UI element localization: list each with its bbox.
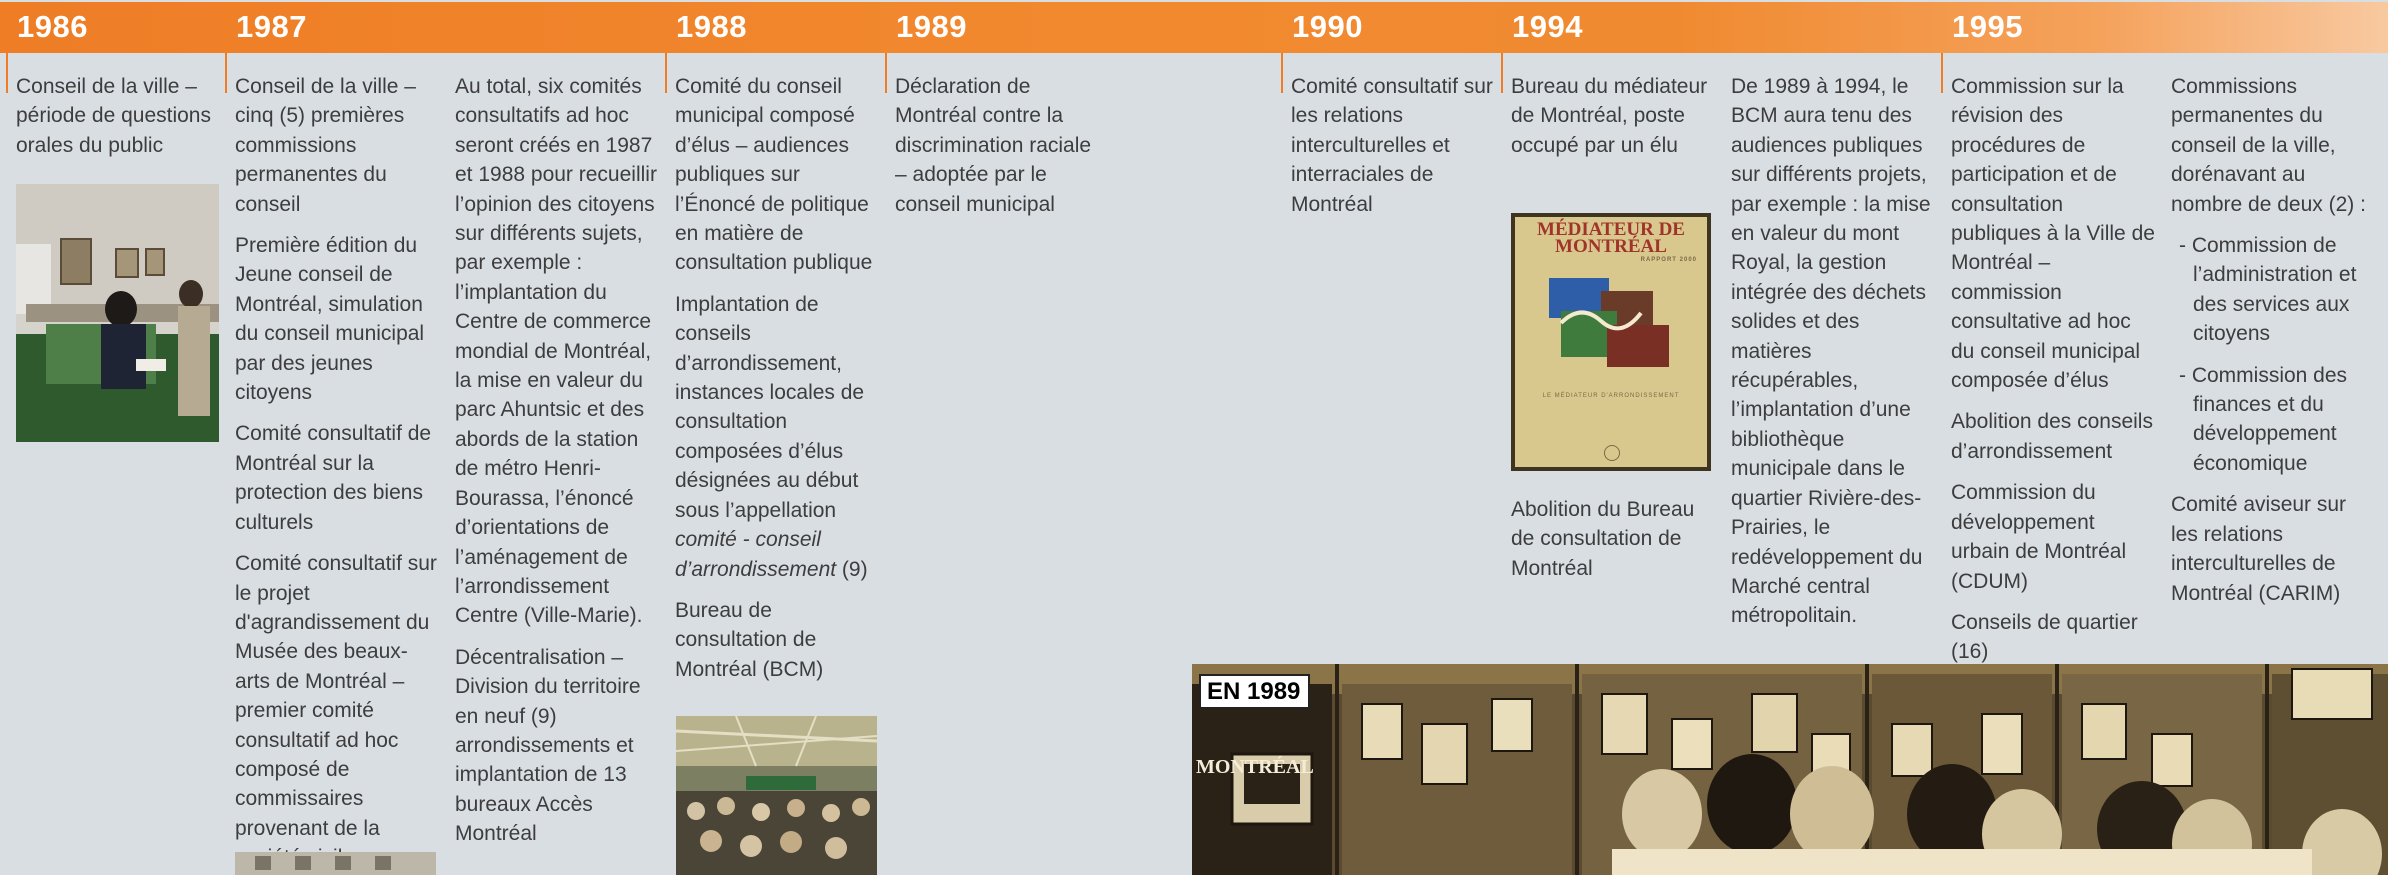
- year-1986: 1986: [17, 9, 88, 44]
- list-item: - Commission de l’administration et des …: [2179, 234, 2357, 346]
- cover-title: MÉDIATEUR DE MONTRÉAL: [1515, 219, 1707, 257]
- list-item: - Commission des finances et du développ…: [2179, 363, 2348, 475]
- tick-1988: [665, 53, 667, 93]
- event-text-part: Implantation de conseils d’arrondissemen…: [675, 292, 865, 522]
- list-item-text: Commission des finances et du développem…: [2191, 363, 2348, 475]
- list-item-text: Commission de l’administration et des se…: [2191, 234, 2357, 346]
- tick-1995: [1941, 53, 1943, 93]
- year-1994: 1994: [1512, 9, 1583, 44]
- event-text: Abolition du Bureau de consultation de M…: [1511, 498, 1695, 580]
- cover-subtitle: RAPPORT 2000: [1640, 257, 1697, 263]
- column-1994-b: De 1989 à 1994, le BCM aura tenu des aud…: [1731, 72, 1941, 631]
- event-text: Bureau du médiateur de Montréal, poste o…: [1511, 75, 1708, 157]
- cover-emblem-icon: [1604, 445, 1620, 461]
- event-text: Comité consultatif sur les relations int…: [1291, 75, 1493, 216]
- year-1989: 1989: [896, 9, 967, 44]
- column-1995-a: Commission sur la révision des procédure…: [1951, 72, 2156, 667]
- column-1994-a: Bureau du médiateur de Montréal, poste o…: [1511, 72, 1716, 160]
- cover-footer: LE MÉDIATEUR D'ARRONDISSEMENT: [1542, 393, 1680, 399]
- tick-1990: [1281, 53, 1283, 93]
- tick-1989: [885, 53, 887, 93]
- exhibition-photo-1989: EN 1989 MONTRÉAL: [1192, 664, 2388, 875]
- column-1995-b: Commissions permanentes du conseil de la…: [2171, 72, 2376, 608]
- year-1987: 1987: [236, 9, 307, 44]
- event-text: Première édition du Jeune conseil de Mon…: [235, 234, 425, 405]
- event-text: Bureau de consultation de Montréal (BCM): [675, 598, 824, 681]
- column-1989: Déclaration de Montréal contre la discri…: [895, 72, 1100, 219]
- event-text-italic: comité - conseil d’arrondissement: [675, 528, 837, 581]
- event-text: Conseils de quartier (16): [1951, 610, 2138, 664]
- event-text: Conseil de la ville – période de questio…: [16, 75, 211, 157]
- tick-1986: [6, 53, 8, 93]
- event-text: Décentralisation – Division du territoir…: [455, 645, 641, 846]
- cover-title-line: MONTRÉAL: [1555, 236, 1667, 257]
- event-text: Commission sur la révision des procédure…: [1951, 75, 2155, 393]
- cover-artwork: [1549, 278, 1669, 367]
- photo-1988-assembly: [676, 716, 877, 875]
- column-1986: Conseil de la ville – période de questio…: [16, 72, 221, 160]
- column-1994-a-bottom: Abolition du Bureau de consultation de M…: [1511, 495, 1716, 583]
- event-text: Commissions permanentes du conseil de la…: [2171, 75, 2366, 216]
- tick-1987: [225, 53, 227, 93]
- tick-1994: [1501, 53, 1503, 93]
- event-text: Comité du conseil municipal composé d’él…: [675, 75, 873, 275]
- photo-caption-en-1989: EN 1989: [1199, 674, 1311, 709]
- event-text: Comité consultatif de Montréal sur la pr…: [235, 422, 432, 534]
- event-text: Comité aviseur sur les relations intercu…: [2171, 493, 2347, 605]
- event-text: De 1989 à 1994, le BCM aura tenu des aud…: [1731, 75, 1931, 628]
- event-text: Conseil de la ville – cinq (5) premières…: [235, 75, 416, 216]
- column-1988: Comité du conseil municipal composé d’él…: [675, 72, 880, 684]
- event-text: Comité consultatif sur le projet d'agran…: [235, 552, 437, 869]
- cover-title-line: MÉDIATEUR DE: [1537, 219, 1685, 240]
- event-text: Abolition des conseils d’arrondissement: [1951, 410, 2153, 463]
- exhibition-sign-text: MONTRÉAL: [1196, 756, 1314, 778]
- mediateur-report-cover-image: MÉDIATEUR DE MONTRÉAL RAPPORT 2000 LE MÉ…: [1511, 213, 1711, 471]
- event-text-part: (9): [836, 557, 868, 581]
- year-1990: 1990: [1292, 9, 1363, 44]
- column-1987-b: Au total, six comités consultatifs ad ho…: [455, 72, 665, 849]
- photo-1987-building: [235, 852, 436, 875]
- photo-1986-meeting: [16, 184, 219, 442]
- event-text: Déclaration de Montréal contre la discri…: [895, 75, 1092, 216]
- event-text: Au total, six comités consultatifs ad ho…: [455, 75, 657, 628]
- column-1987-a: Conseil de la ville – cinq (5) premières…: [235, 72, 440, 873]
- timeline-header-band: [0, 2, 2388, 53]
- year-1988: 1988: [676, 9, 747, 44]
- event-text: Commission du développement urbain de Mo…: [1951, 481, 2127, 593]
- column-1990: Comité consultatif sur les relations int…: [1291, 72, 1496, 219]
- event-text: Implantation de conseils d’arrondissemen…: [675, 290, 880, 584]
- year-1995: 1995: [1952, 9, 2023, 44]
